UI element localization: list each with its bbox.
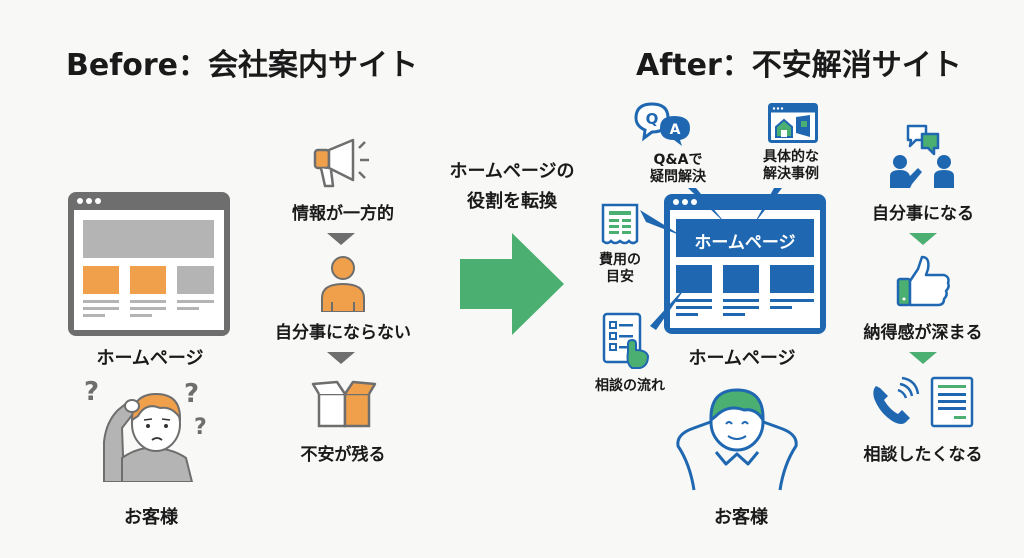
qa-chat-icon: Q A	[634, 102, 690, 146]
transition-line-1: ホームページの	[449, 161, 575, 182]
after-homepage-illustration	[630, 188, 830, 338]
qa-feature-line-2: 疑問解決	[650, 169, 706, 185]
relaxed-customer-illustration	[672, 380, 802, 492]
svg-text:?: ?	[184, 379, 199, 409]
callout-cost	[640, 210, 682, 236]
before-homepage-illustration	[66, 190, 232, 338]
after-flow-step-3-icon	[870, 376, 980, 428]
before-flow-step-3-label: 不安が残る	[300, 445, 386, 465]
case-study-window-icon	[768, 103, 818, 143]
before-homepage-label: ホームページ	[96, 348, 204, 369]
before-flow-step-2-icon	[318, 254, 368, 312]
cases-feature-line-2: 解決事例	[763, 166, 819, 182]
relaxed-person-icon	[676, 388, 798, 491]
checklist-tap-icon	[602, 312, 650, 369]
megaphone-icon	[313, 138, 369, 188]
thumbs-up-icon	[896, 255, 950, 307]
down-arrow-icon	[327, 233, 355, 245]
receipt-icon	[601, 203, 639, 245]
cases-feature-line-1: 具体的な	[763, 149, 819, 165]
after-flow-step-1-label: 自分事になる	[872, 204, 974, 224]
transition-arrow	[460, 233, 568, 335]
transition-caption: ホームページの 役割を転換	[449, 157, 574, 217]
browser-window-icon	[68, 192, 230, 336]
cost-feature-label: 費用の 目安	[599, 252, 641, 286]
cost-illustration	[601, 203, 639, 247]
process-illustration	[602, 312, 654, 370]
after-flow-step-3-label: 相談したくなる	[863, 445, 983, 465]
person-icon	[321, 256, 365, 312]
cost-feature-line-2: 目安	[606, 269, 634, 285]
after-flow-step-2-icon	[896, 255, 952, 307]
process-feature-label: 相談の流れ	[595, 378, 665, 394]
right-arrow-icon	[460, 233, 564, 335]
before-flow-step-2-label: 自分事にならない	[275, 323, 411, 343]
browser-window-icon	[640, 188, 826, 334]
open-box-icon	[311, 380, 377, 428]
callout-cases	[754, 188, 782, 224]
confused-customer-illustration: ? ? ?	[76, 372, 226, 482]
cases-illustration	[768, 103, 818, 143]
after-flow-step-1-icon	[890, 122, 956, 188]
callout-process	[650, 284, 688, 330]
transition-line-2: 役割を転換	[466, 191, 557, 212]
svg-text:?: ?	[84, 377, 99, 407]
conversation-icon	[890, 124, 954, 188]
qa-bubbles-illustration: Q A	[632, 100, 694, 146]
cost-feature-line-1: 費用の	[599, 252, 641, 268]
svg-text:A: A	[670, 122, 681, 138]
down-arrow-icon	[909, 352, 937, 364]
after-flow-step-2-label: 納得感が深まる	[863, 323, 983, 343]
down-arrow-icon	[909, 233, 937, 245]
before-title: Before：会社案内サイト	[66, 48, 419, 83]
before-flow-step-3-icon	[311, 378, 377, 430]
svg-text:?: ?	[194, 415, 207, 440]
qa-feature-label: Q&Aで 疑問解決	[650, 152, 706, 186]
callout-qa	[688, 188, 726, 224]
svg-text:Q: Q	[646, 110, 659, 128]
after-homepage-label: ホームページ	[688, 348, 796, 369]
cases-feature-label: 具体的な 解決事例	[763, 149, 819, 183]
before-flow-step-1-label: 情報が一方的	[292, 204, 394, 224]
down-arrow-icon	[327, 352, 355, 364]
phone-document-icon	[873, 376, 974, 428]
banner-text: ホームページ	[694, 233, 796, 253]
confused-person-icon: ? ? ?	[84, 377, 207, 482]
after-title: After：不安解消サイト	[636, 48, 962, 83]
qa-feature-line-1: Q&Aで	[653, 152, 703, 168]
before-customer-label: お客様	[124, 507, 178, 528]
before-flow-step-1-icon	[305, 138, 377, 190]
after-customer-label: お客様	[714, 507, 768, 528]
